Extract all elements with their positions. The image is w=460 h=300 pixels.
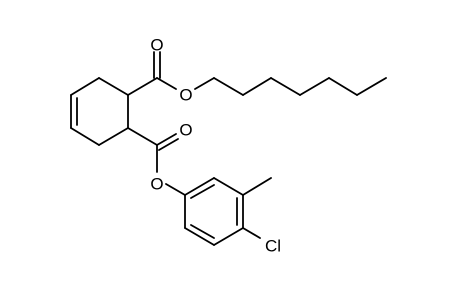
cyclohexene-ring (70, 77, 129, 146)
carbonyl-oxygen-bottom: O (179, 121, 192, 140)
heptyl-chain (213, 77, 387, 96)
ester-oxygen-bottom: O (150, 175, 163, 194)
top-ester-group (127, 51, 215, 96)
carbonyl-oxygen-top: O (150, 36, 163, 55)
chloromethylphenyl-ring (184, 177, 272, 246)
chlorine-atom: Cl (265, 237, 281, 256)
bottom-ester-group (127, 127, 186, 196)
ester-oxygen-top: O (179, 86, 192, 105)
